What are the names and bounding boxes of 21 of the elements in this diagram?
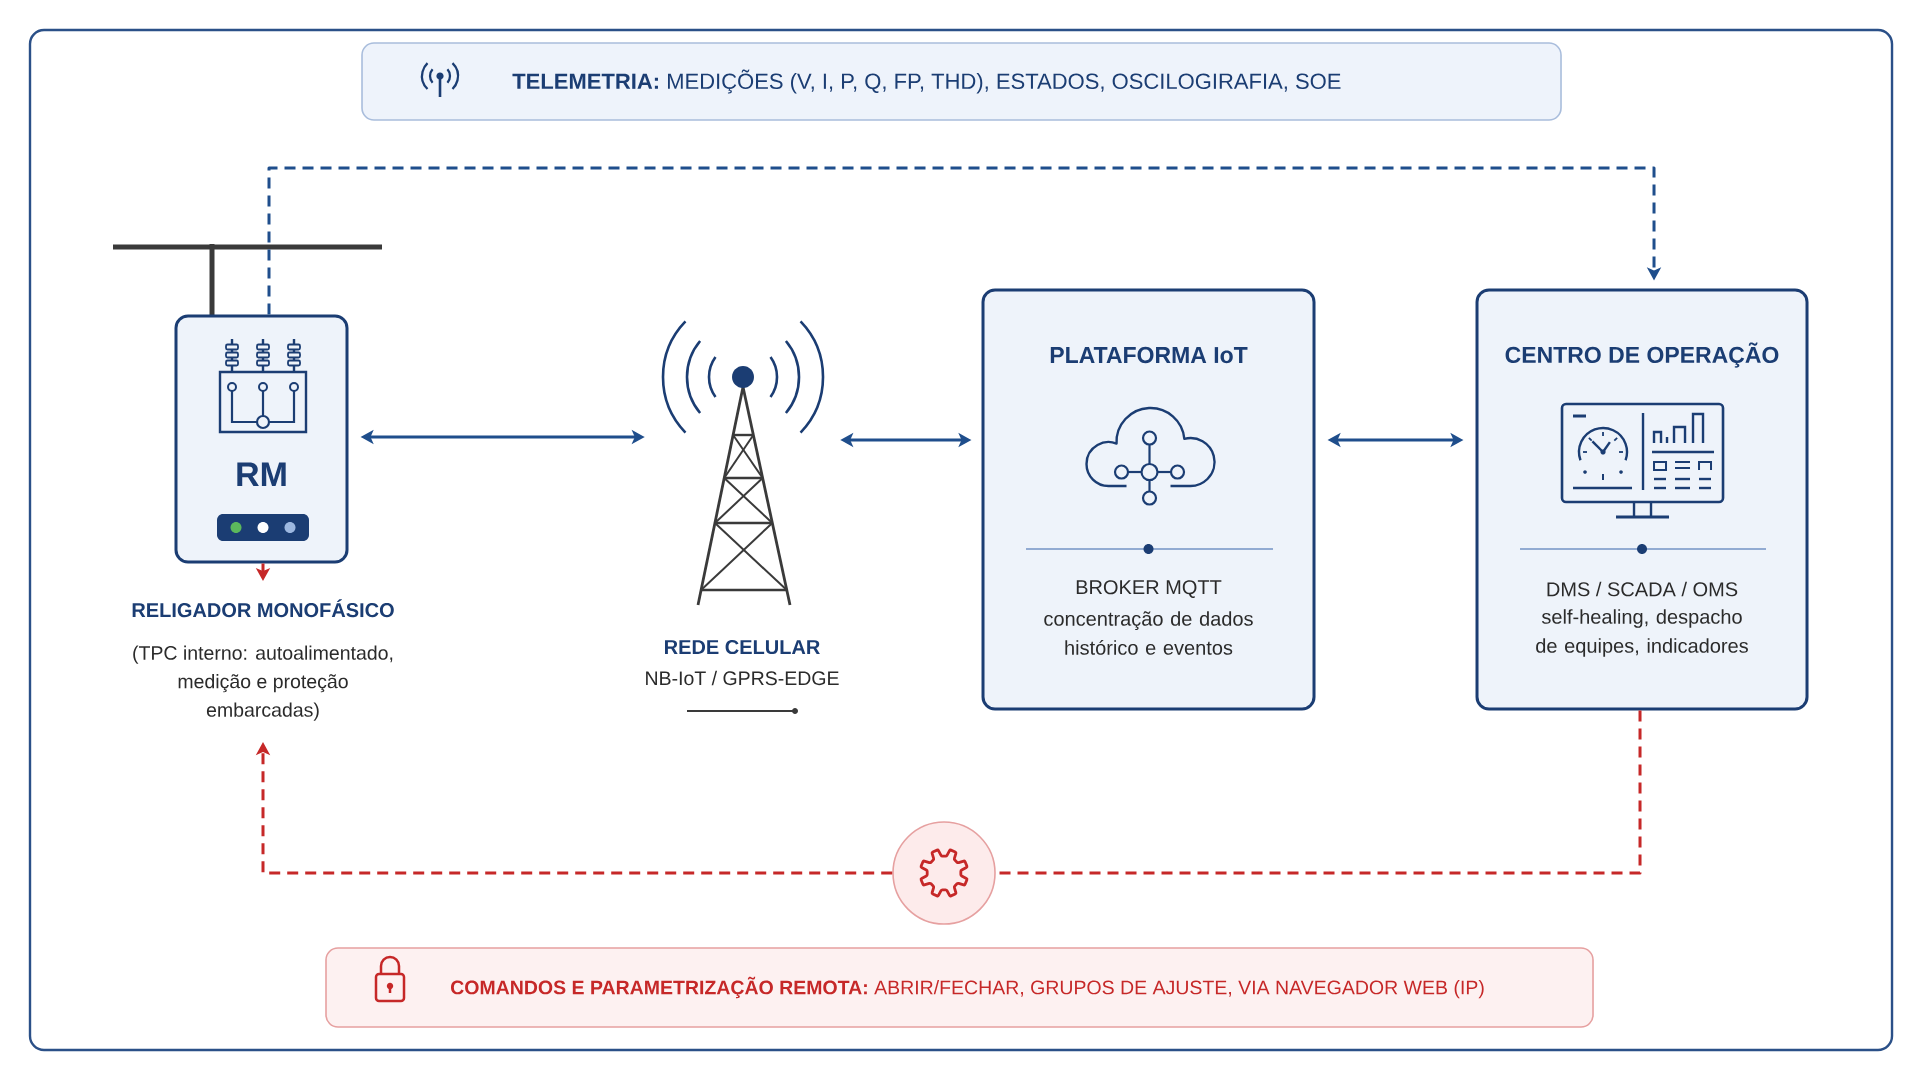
info-card	[1475, 288, 1809, 711]
gear-circle	[892, 821, 996, 925]
caption-text: (TPC interno: autoalimentado, medição e proteção embarcadas)	[133, 645, 393, 721]
heading: CENTRO DE OPERAÇÃO	[1505, 342, 1779, 368]
dashed-arrow	[267, 166, 1662, 315]
description: concentração de dados histórico e eventos	[1044, 611, 1253, 655]
cell-tower	[661, 320, 825, 606]
caption-text: NB-IoT / GPRS-EDGE	[646, 670, 839, 686]
alert-banner	[325, 947, 1594, 1028]
subheading: BROKER MQTT	[1076, 580, 1222, 598]
device-box	[174, 314, 349, 564]
device-label: RM	[237, 462, 286, 486]
subheading: DMS / SCADA / OMS	[1547, 581, 1738, 597]
info-banner	[361, 42, 1562, 121]
heading: PLATAFORMA IoT	[1050, 346, 1248, 364]
description: self-healing, despacho de equipes, indicadores	[1536, 609, 1748, 657]
caption-heading: RELIGADOR MONOFÁSICO	[132, 599, 394, 618]
banner-text: TELEMETRIA: MEDIÇÕES (V, I, P, Q, FP, THD), ESTADOS, OSCILOGIRAFIA, SOE	[512, 69, 1341, 94]
caption-heading: REDE CELULAR	[665, 639, 820, 655]
banner-text: COMANDOS E PARAMETRIZAÇÃO REMOTA: ABRIR/FECHAR, GRUPOS DE AJUSTE, VIA NAVEGADOR WEB (IP)	[451, 976, 1484, 999]
info-card	[981, 288, 1316, 711]
